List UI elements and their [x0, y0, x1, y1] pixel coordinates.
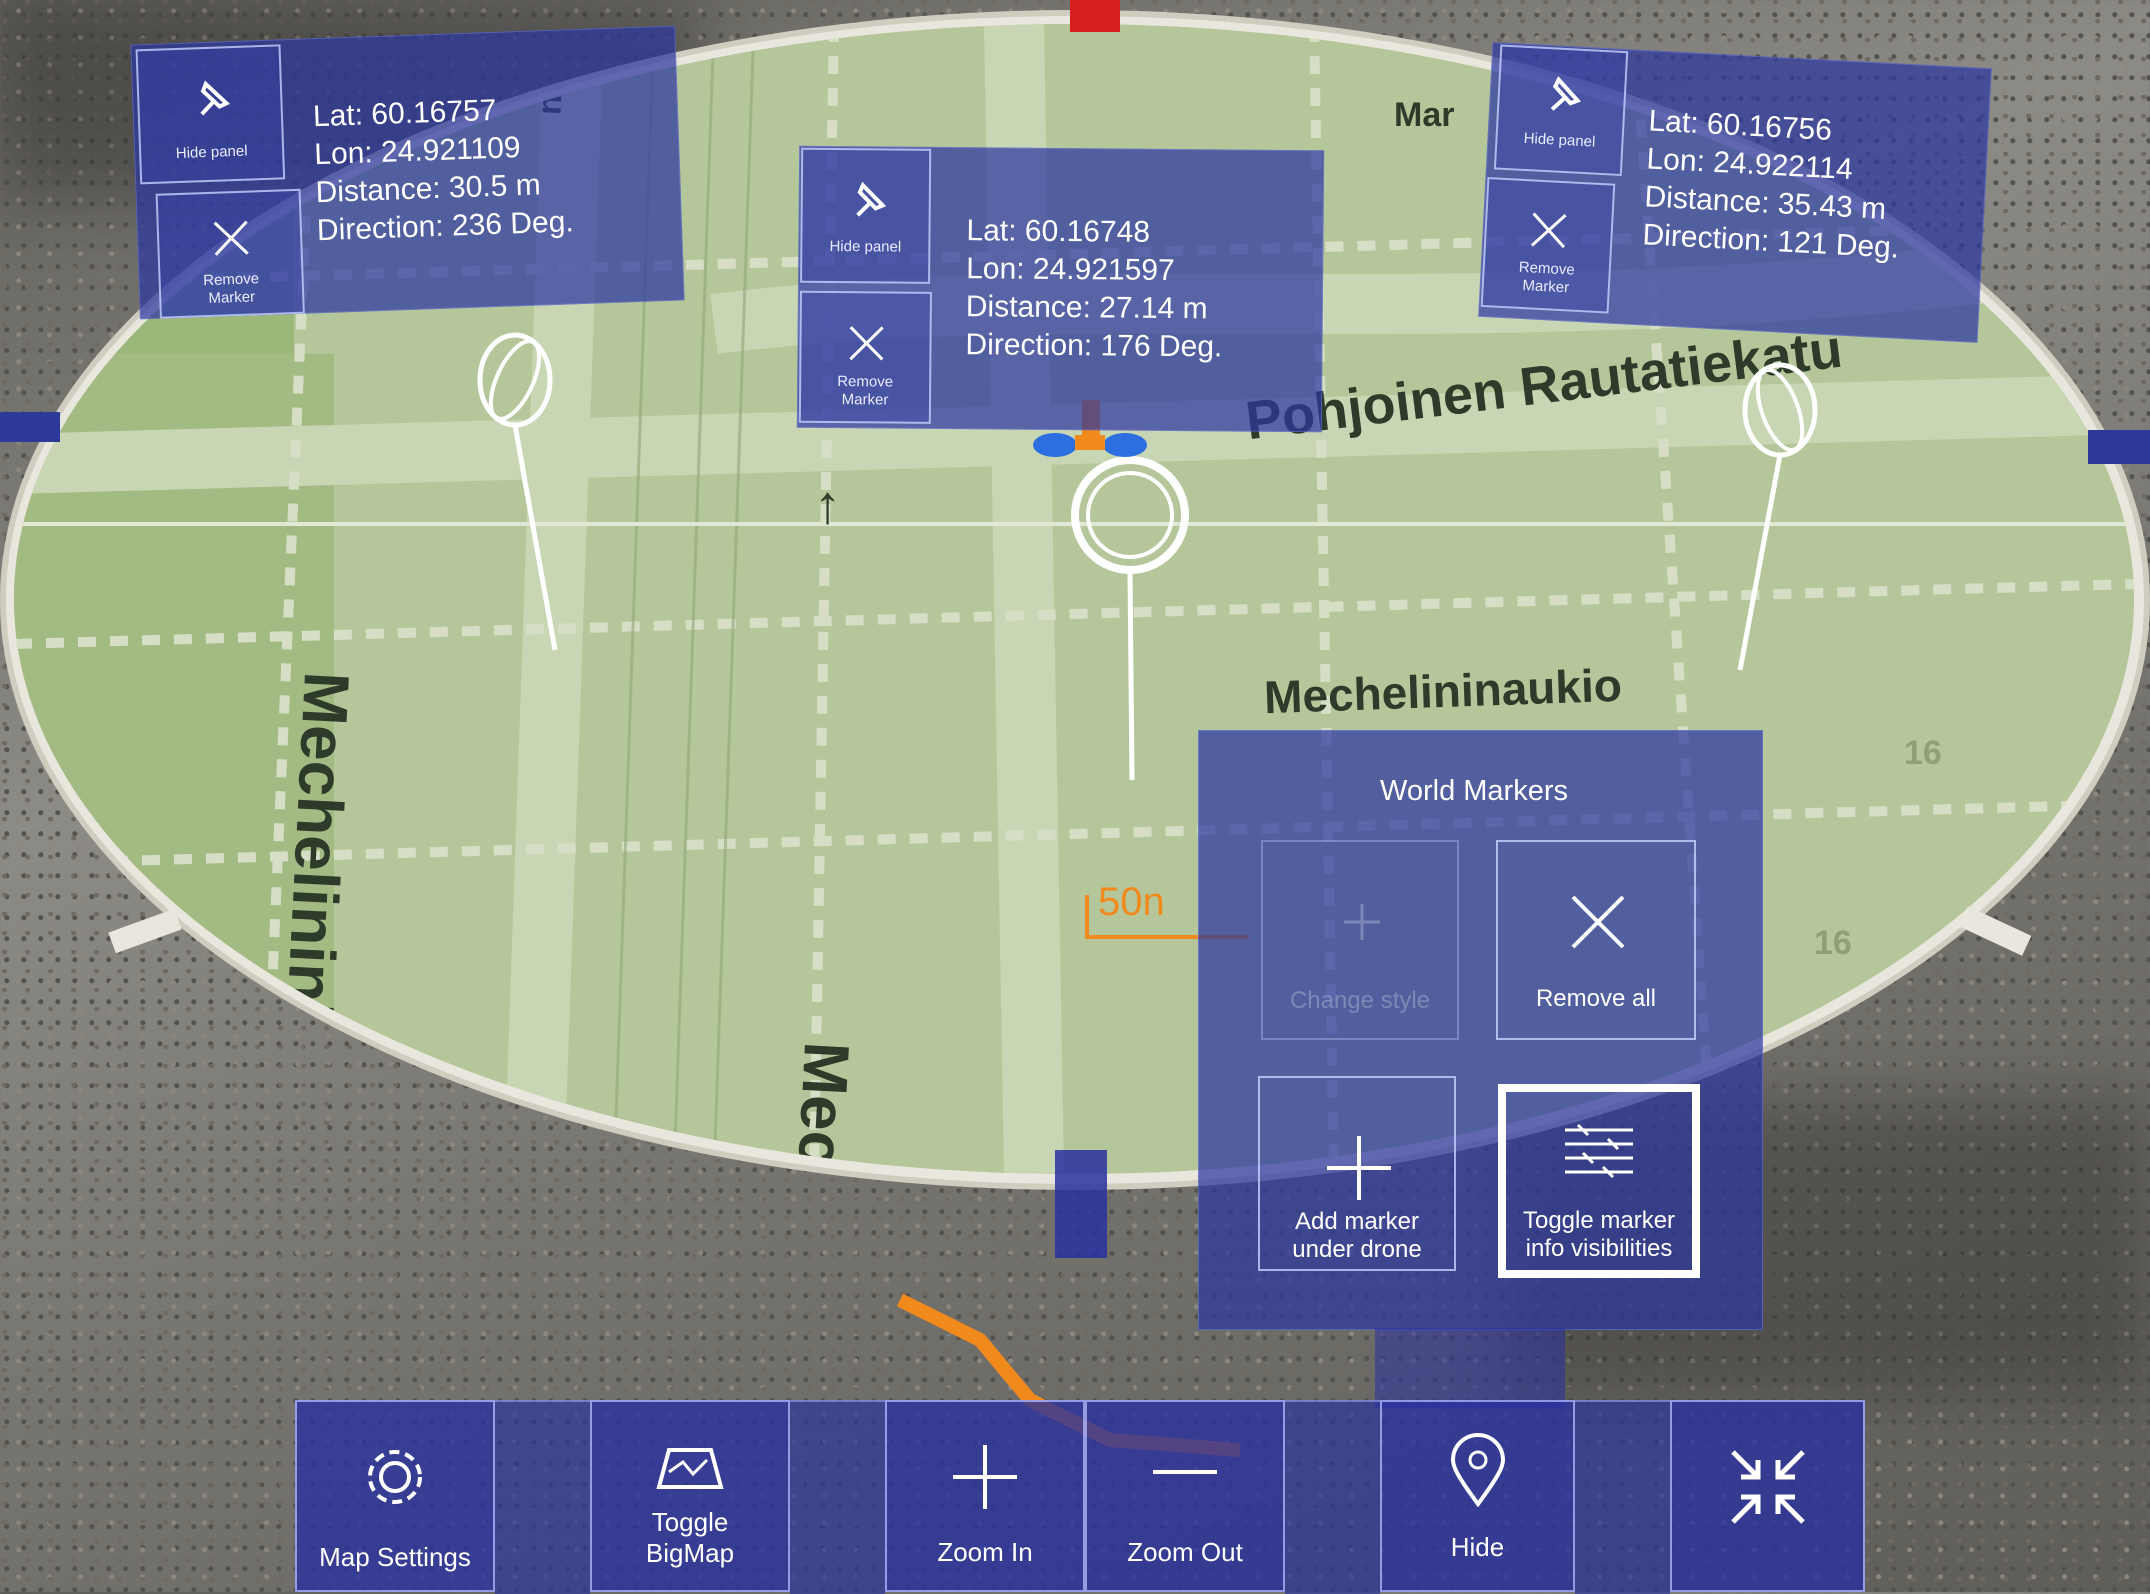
world-markers-panel: World Markers Change style Remove all Ad…: [1198, 730, 1763, 1330]
marker-lon: Lon: 24.921597: [966, 252, 1175, 287]
marker-distance: Distance: 27.14 m: [965, 290, 1208, 326]
collapse-button[interactable]: [1670, 1400, 1865, 1592]
close-icon: [849, 326, 884, 361]
minus-icon: [1153, 1470, 1217, 1474]
map-settings-button[interactable]: Map Settings: [295, 1400, 495, 1592]
marker-direction: Direction: 176 Deg.: [965, 328, 1223, 364]
toggle-lines-icon: [1565, 1123, 1633, 1179]
add-marker-button[interactable]: Add marker under drone: [1258, 1076, 1456, 1271]
pin-icon: [200, 80, 230, 116]
close-icon: [1530, 212, 1567, 249]
street-number: 16: [1904, 734, 1942, 772]
rim-marker-right: [2088, 430, 2150, 464]
street-number: 16: [1814, 924, 1852, 962]
zoom-in-button[interactable]: Zoom In: [885, 1400, 1085, 1592]
marker-direction: Direction: 236 Deg.: [316, 205, 575, 248]
plus-icon: [953, 1445, 1017, 1509]
marker-lat: Lat: 60.16748: [966, 214, 1151, 249]
plus-icon: [1327, 1136, 1391, 1200]
scale-label: 50n: [1098, 880, 1165, 924]
hide-panel-button[interactable]: Hide panel: [800, 147, 932, 284]
hide-button[interactable]: Hide: [1380, 1400, 1575, 1592]
toolbar-spacer: [495, 1400, 590, 1594]
marker-pin-icon[interactable]: [1720, 340, 1860, 680]
remove-marker-button[interactable]: Remove Marker: [798, 290, 932, 424]
toggle-bigmap-button[interactable]: Toggle BigMap: [590, 1400, 790, 1592]
panel-stem: [1375, 1328, 1565, 1408]
map-icon: [656, 1448, 724, 1489]
street-mar: Mar: [1394, 96, 1455, 134]
hide-panel-button[interactable]: Hide panel: [1493, 44, 1629, 177]
toolbar-spacer: [1285, 1400, 1380, 1594]
change-style-button: Change style: [1261, 840, 1459, 1040]
scale-bar: [1085, 895, 1249, 939]
street-mec: Mec: [784, 1040, 864, 1169]
pin-icon: [856, 181, 887, 217]
marker-info-panel: Hide panel Remove Marker Lat: 60.16756 L…: [1478, 42, 1992, 343]
marker-pin-icon[interactable]: [1060, 455, 1200, 785]
remove-marker-button[interactable]: Remove Marker: [155, 188, 305, 319]
marker-info-panel: Hide panel Remove Marker Lat: 60.16748 L…: [796, 145, 1325, 433]
north-marker: [1070, 0, 1120, 32]
close-icon: [213, 220, 249, 256]
collapse-arrows-icon: [1730, 1450, 1805, 1524]
plus-icon: [1344, 904, 1380, 940]
marker-info-panel: Hide panel Remove Marker Lat: 60.16757 L…: [130, 25, 685, 320]
remove-marker-button[interactable]: Remove Marker: [1480, 177, 1616, 314]
panel-connector: [1055, 1150, 1107, 1258]
world-markers-title: World Markers: [1380, 775, 1568, 807]
remove-all-button[interactable]: Remove all: [1496, 840, 1696, 1040]
toolbar-spacer: [790, 1400, 885, 1594]
toolbar-spacer: [1575, 1400, 1670, 1594]
location-pin-icon: [1450, 1433, 1505, 1507]
pin-icon: [1550, 76, 1582, 111]
hide-panel-button[interactable]: Hide panel: [135, 44, 286, 185]
north-arrow: ↑: [814, 475, 841, 535]
gear-icon: [368, 1450, 422, 1504]
marker-pin-icon[interactable]: [450, 310, 590, 660]
toggle-marker-info-button[interactable]: Toggle marker info visibilities: [1498, 1084, 1700, 1278]
zoom-out-button[interactable]: Zoom Out: [1085, 1400, 1285, 1592]
close-icon: [1571, 895, 1625, 949]
rim-marker-left: [0, 412, 60, 442]
